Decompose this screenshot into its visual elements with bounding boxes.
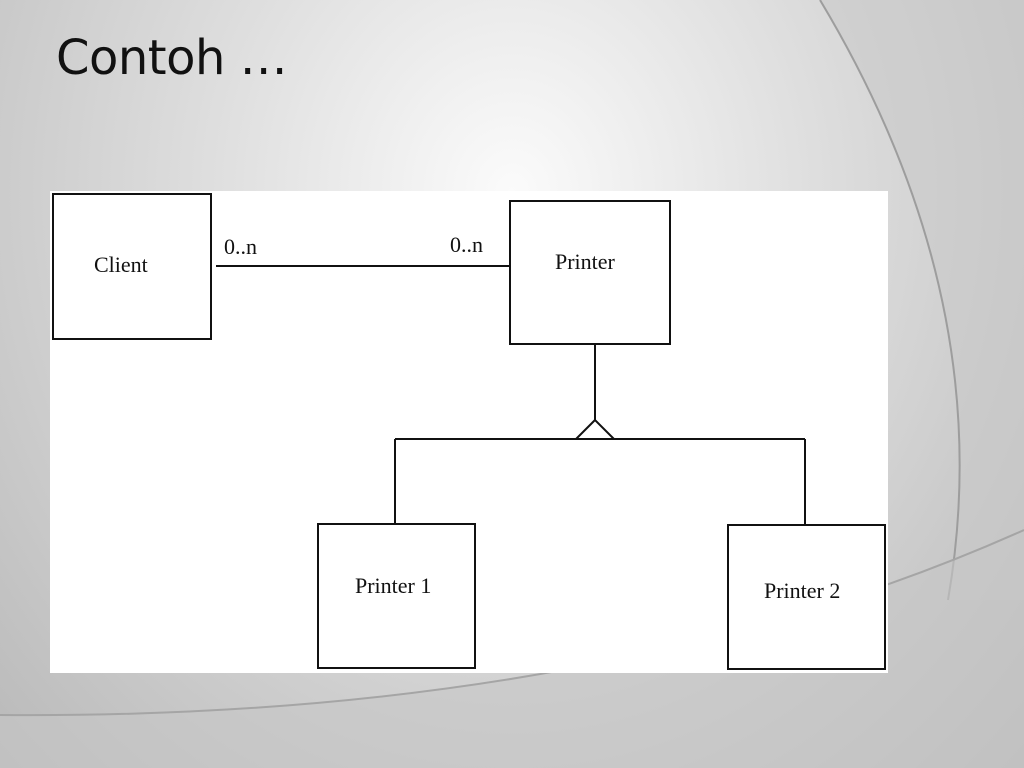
class-printer-2: Printer 2	[727, 524, 886, 670]
class-printer-1-label: Printer 1	[355, 573, 431, 598]
client-multiplicity-label: 0..n	[224, 234, 257, 259]
association-client-printer: 0..n 0..n	[216, 232, 510, 267]
class-printer-label: Printer	[555, 249, 616, 274]
class-printer-2-label: Printer 2	[764, 578, 840, 603]
printer-multiplicity-label: 0..n	[450, 232, 483, 257]
inheritance-arrow	[573, 418, 617, 440]
uml-diagram-panel: Client Printer 0..n 0..n Printer 1	[50, 191, 888, 673]
class-printer: Printer	[509, 200, 671, 345]
class-printer-1: Printer 1	[317, 523, 476, 669]
class-client: Client	[52, 193, 212, 340]
class-client-label: Client	[94, 252, 148, 277]
slide-title: Contoh …	[56, 30, 288, 86]
generalization-printer	[394, 344, 806, 525]
uml-class-diagram: Client Printer 0..n 0..n Printer 1	[52, 193, 886, 670]
